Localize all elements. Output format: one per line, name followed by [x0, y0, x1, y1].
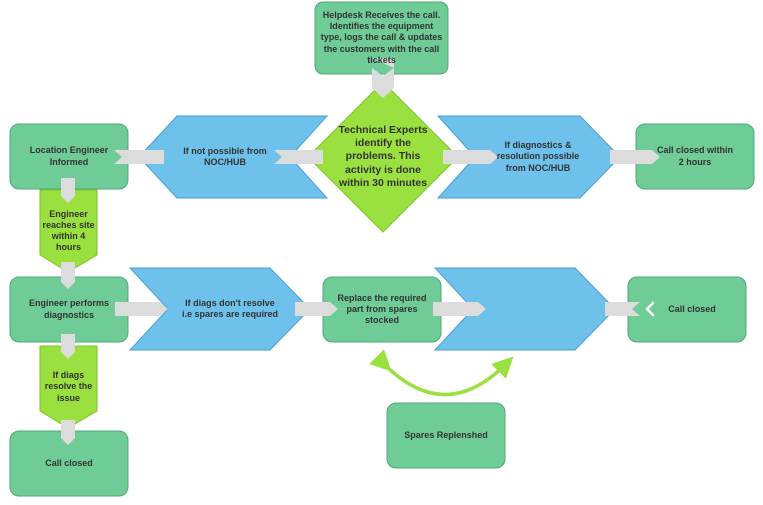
connector-chevron	[61, 178, 75, 203]
call-closed-bottom-label: Call closed	[45, 457, 93, 468]
replace-part-label: Replace the required part from spares st…	[337, 292, 427, 326]
connector-chevron	[443, 150, 498, 164]
diags-resolve-label: If diags resolve the issue	[44, 370, 93, 403]
chevron-left-icon	[645, 301, 655, 317]
engineer-reaches-label: Engineer reaches site within 4 hours	[42, 208, 95, 253]
connector-chevron	[61, 420, 75, 445]
not-possible-noc-label: If not possible from NOC/HUB	[183, 145, 267, 167]
connector-chevron	[433, 302, 486, 316]
box-spares-replenished	[386, 402, 506, 469]
diag-possible-noc-label: If diagnostics & resolution possible fro…	[496, 140, 580, 173]
connector-chevron	[295, 302, 338, 316]
connector-chevron	[61, 334, 75, 359]
helpdesk-label: Helpdesk Receives the call. Identifies t…	[320, 9, 443, 65]
connector-chevron	[114, 150, 164, 164]
call-closed-right-label: Call closed	[668, 303, 716, 314]
connector-chevron	[61, 262, 75, 289]
location-engineer-label: Location Engineer Informed	[29, 145, 109, 167]
engineer-diagnostics-label: Engineer performs diagnostics	[28, 298, 110, 320]
connector-chevron	[372, 58, 394, 98]
double-arrow-curve	[369, 349, 514, 397]
spares-replenished-label: Spares Replenshed	[404, 429, 488, 440]
connector-chevron	[610, 150, 660, 164]
call-closed-2h-label: Call closed within 2 hours	[656, 145, 733, 167]
technical-experts-label: Technical Experts identify the problems.…	[338, 124, 428, 189]
connector-chevron	[274, 150, 323, 164]
connector-chevron	[115, 302, 168, 316]
connector-chevron	[605, 302, 640, 316]
box-helpdesk	[314, 1, 449, 75]
down-arrow-diags-resolve	[39, 345, 98, 429]
down-arrow-engineer-reaches	[39, 189, 98, 273]
diamond-technical-experts	[307, 81, 459, 233]
diags-dont-resolve-label: If diags don't resolve i.e spares are re…	[181, 297, 279, 319]
